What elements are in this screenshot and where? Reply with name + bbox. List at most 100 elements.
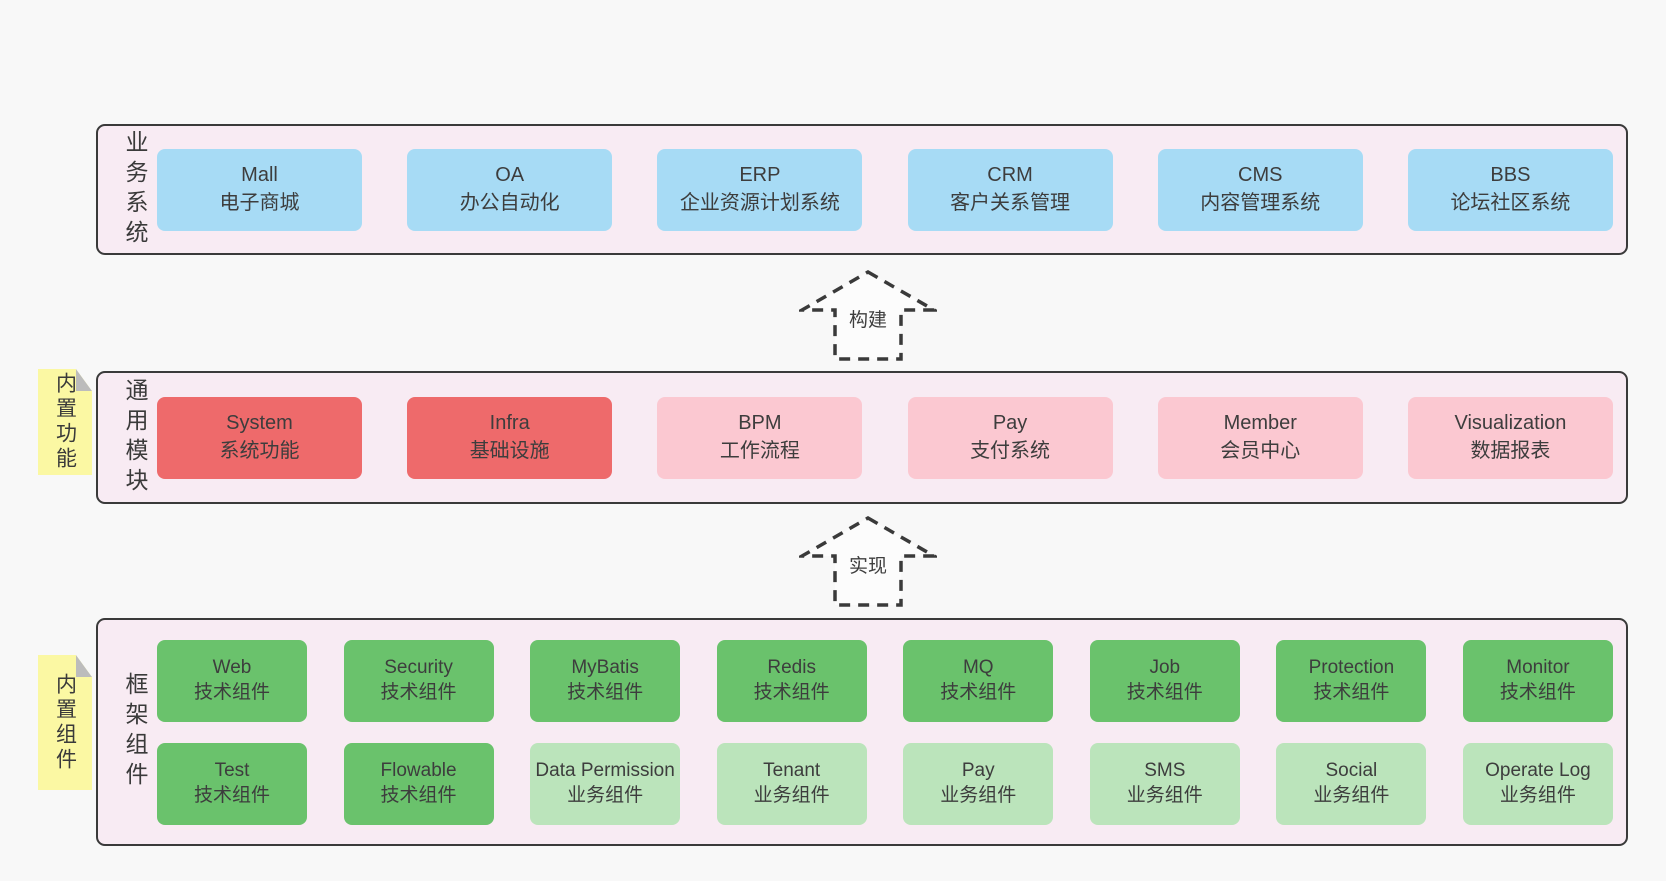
box-name: Member — [1223, 411, 1297, 434]
box-desc: 业务组件 — [1126, 784, 1203, 806]
box-desc: 业务组件 — [1499, 784, 1576, 806]
box-desc: 业务组件 — [1313, 784, 1390, 806]
box-name: Tenant — [763, 759, 821, 781]
box-name: Pay — [992, 411, 1028, 434]
box-desc: 数据报表 — [1470, 439, 1551, 462]
box-desc: 技术组件 — [380, 784, 457, 806]
folded-corner-icon — [76, 369, 92, 391]
build-arrow-label: 构建 — [845, 305, 891, 332]
business-systems-boxes: Mall 电子商城 OA 办公自动化 ERP 企业资源计划系统 CRM 客户关系… — [157, 148, 1613, 231]
box-infra: Infra 基础设施 — [407, 396, 613, 479]
business-systems-panel: 业务系统 Mall 电子商城 OA 办公自动化 ERP 企业资源计划系统 CRM… — [96, 124, 1628, 255]
box-name: Redis — [767, 656, 816, 678]
box-desc: 内容管理系统 — [1200, 191, 1321, 214]
box-desc: 技术组件 — [940, 681, 1017, 703]
box-social: Social 业务组件 — [1276, 742, 1427, 825]
box-name: System — [226, 411, 293, 434]
box-name: MQ — [962, 656, 994, 678]
box-name: OA — [495, 163, 525, 186]
box-bbs: BBS 论坛社区系统 — [1407, 148, 1613, 231]
box-desc: 业务组件 — [567, 784, 644, 806]
box-name: Test — [214, 759, 250, 781]
box-desc: 工作流程 — [719, 439, 800, 462]
folded-corner-icon — [76, 655, 92, 677]
box-name: CRM — [987, 163, 1033, 186]
box-desc: 支付系统 — [970, 439, 1051, 462]
box-name: Data Permission — [535, 759, 675, 781]
implement-arrow-label: 实现 — [845, 551, 891, 578]
panel-label-text: 通用模块 — [122, 377, 148, 498]
box-mq: MQ 技术组件 — [903, 639, 1054, 722]
box-name: Pay — [961, 759, 995, 781]
box-desc: 电子商城 — [219, 191, 300, 214]
box-web: Web 技术组件 — [157, 639, 307, 722]
framework-components-panel: 框架组件 Web 技术组件 Security 技术组件 MyBatis 技术组件… — [96, 618, 1628, 846]
implement-arrow: 实现 — [799, 515, 937, 608]
business-systems-panel-label: 业务系统 — [112, 126, 157, 253]
box-mybatis: MyBatis 技术组件 — [530, 639, 681, 722]
box-desc: 论坛社区系统 — [1450, 191, 1571, 214]
box-desc: 技术组件 — [1126, 681, 1203, 703]
box-name: Web — [212, 656, 252, 678]
box-erp: ERP 企业资源计划系统 — [657, 148, 863, 231]
box-cms: CMS 内容管理系统 — [1157, 148, 1363, 231]
box-name: SMS — [1144, 759, 1186, 781]
box-data-permission: Data Permission 业务组件 — [530, 742, 681, 825]
box-desc: 基础设施 — [469, 439, 550, 462]
box-mall: Mall 电子商城 — [157, 148, 362, 231]
sticky-note-text: 内置组件 — [53, 672, 77, 773]
box-redis: Redis 技术组件 — [716, 639, 867, 722]
box-name: CMS — [1238, 163, 1283, 186]
box-desc: 办公自动化 — [459, 191, 560, 214]
box-pay-system: Pay 支付系统 — [907, 396, 1113, 479]
common-modules-boxes: System 系统功能 Infra 基础设施 BPM 工作流程 Pay 支付系统… — [157, 396, 1613, 479]
box-tenant: Tenant 业务组件 — [716, 742, 867, 825]
box-job: Job 技术组件 — [1089, 639, 1240, 722]
box-desc: 技术组件 — [567, 681, 644, 703]
box-desc: 会员中心 — [1220, 439, 1301, 462]
panel-label-text: 框架组件 — [122, 672, 148, 792]
box-desc: 技术组件 — [193, 784, 270, 806]
box-crm: CRM 客户关系管理 — [907, 148, 1113, 231]
box-desc: 技术组件 — [1313, 681, 1390, 703]
framework-components-rows: Web 技术组件 Security 技术组件 MyBatis 技术组件 Redi… — [157, 639, 1613, 825]
box-desc: 系统功能 — [219, 439, 300, 462]
box-name: Infra — [489, 411, 530, 434]
builtin-components-sticky-note: 内置组件 — [38, 655, 92, 790]
box-name: Security — [384, 656, 453, 678]
box-name: Mall — [241, 163, 278, 186]
box-name: Protection — [1308, 656, 1395, 678]
box-desc: 技术组件 — [753, 681, 830, 703]
box-name: Job — [1149, 656, 1181, 678]
box-desc: 业务组件 — [940, 784, 1017, 806]
build-arrow: 构建 — [799, 269, 937, 362]
box-visualization: Visualization 数据报表 — [1407, 396, 1613, 479]
builtin-features-sticky-note: 内置功能 — [38, 369, 92, 475]
box-protection: Protection 技术组件 — [1276, 639, 1427, 722]
framework-components-row-2: Test 技术组件 Flowable 技术组件 Data Permission … — [157, 742, 1613, 825]
box-pay-component: Pay 业务组件 — [903, 742, 1054, 825]
box-oa: OA 办公自动化 — [407, 148, 613, 231]
box-desc: 业务组件 — [753, 784, 830, 806]
box-desc: 客户关系管理 — [950, 191, 1071, 214]
box-test: Test 技术组件 — [157, 742, 307, 825]
box-name: BPM — [738, 411, 782, 434]
box-desc: 企业资源计划系统 — [679, 191, 840, 214]
framework-components-panel-label: 框架组件 — [112, 620, 157, 844]
box-desc: 技术组件 — [1499, 681, 1576, 703]
box-operate-log: Operate Log 业务组件 — [1462, 742, 1613, 825]
box-name: BBS — [1490, 163, 1531, 186]
common-modules-panel-label: 通用模块 — [112, 373, 157, 502]
box-name: ERP — [739, 163, 781, 186]
box-sms: SMS 业务组件 — [1089, 742, 1240, 825]
common-modules-panel: 通用模块 System 系统功能 Infra 基础设施 BPM 工作流程 Pay… — [96, 371, 1628, 504]
sticky-note-text: 内置功能 — [53, 372, 77, 472]
box-monitor: Monitor 技术组件 — [1462, 639, 1613, 722]
panel-label-text: 业务系统 — [122, 129, 148, 250]
box-desc: 技术组件 — [380, 681, 457, 703]
box-name: Visualization — [1454, 411, 1567, 434]
framework-components-row-1: Web 技术组件 Security 技术组件 MyBatis 技术组件 Redi… — [157, 639, 1613, 722]
box-member: Member 会员中心 — [1157, 396, 1363, 479]
box-system: System 系统功能 — [157, 396, 362, 479]
